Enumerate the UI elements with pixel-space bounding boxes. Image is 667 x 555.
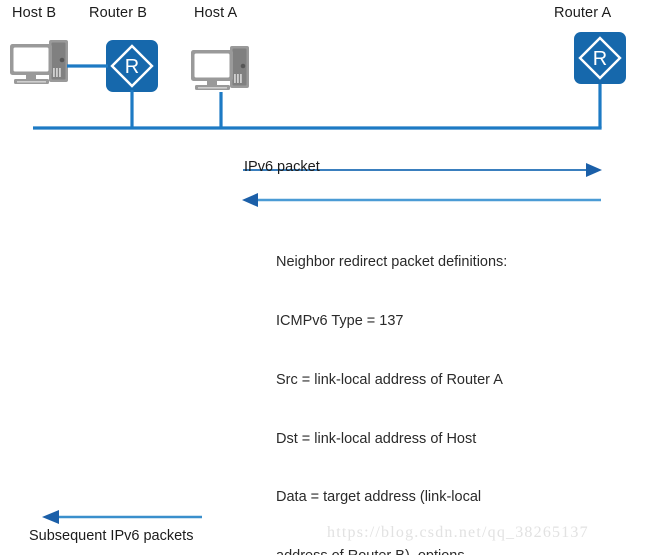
arrow-ipv6-packet bbox=[0, 160, 667, 180]
router-a-icon: R bbox=[574, 32, 626, 84]
desc-line: address of Router B), options bbox=[276, 547, 515, 555]
arrow-label-subsequent-ipv6-packets: Subsequent IPv6 packets bbox=[29, 528, 194, 544]
desc-line: ICMPv6 Type = 137 bbox=[276, 312, 404, 329]
arrow-subsequent-ipv6-packets bbox=[0, 508, 667, 528]
router-b-icon: R bbox=[106, 40, 158, 92]
desc-line: Dst = link-local address of Host bbox=[276, 430, 477, 447]
desc-line: Neighbor redirect packet definitions: bbox=[276, 254, 508, 271]
host-b-computer-icon bbox=[9, 38, 71, 90]
desc-line: Data = target address (link-local bbox=[276, 489, 482, 506]
node-label-host-b: Host B bbox=[12, 5, 57, 21]
redirect-packet-description: Neighbor redirect packet definitions: IC… bbox=[276, 214, 515, 555]
node-label-router-b: Router B bbox=[89, 5, 148, 21]
svg-text:R: R bbox=[125, 56, 139, 78]
watermark-text: https://blog.csdn.net/qq_38265137 bbox=[327, 524, 589, 541]
node-label-router-a: Router A bbox=[554, 5, 612, 21]
network-bus-links bbox=[0, 0, 667, 140]
node-label-host-a: Host A bbox=[194, 5, 238, 21]
svg-text:R: R bbox=[593, 48, 607, 70]
arrow-label-ipv6-packet: IPv6 packet bbox=[244, 159, 320, 175]
arrow-redirect-packet bbox=[0, 190, 667, 210]
desc-line: Src = link-local address of Router A bbox=[276, 371, 503, 388]
host-a-computer-icon bbox=[190, 44, 252, 96]
